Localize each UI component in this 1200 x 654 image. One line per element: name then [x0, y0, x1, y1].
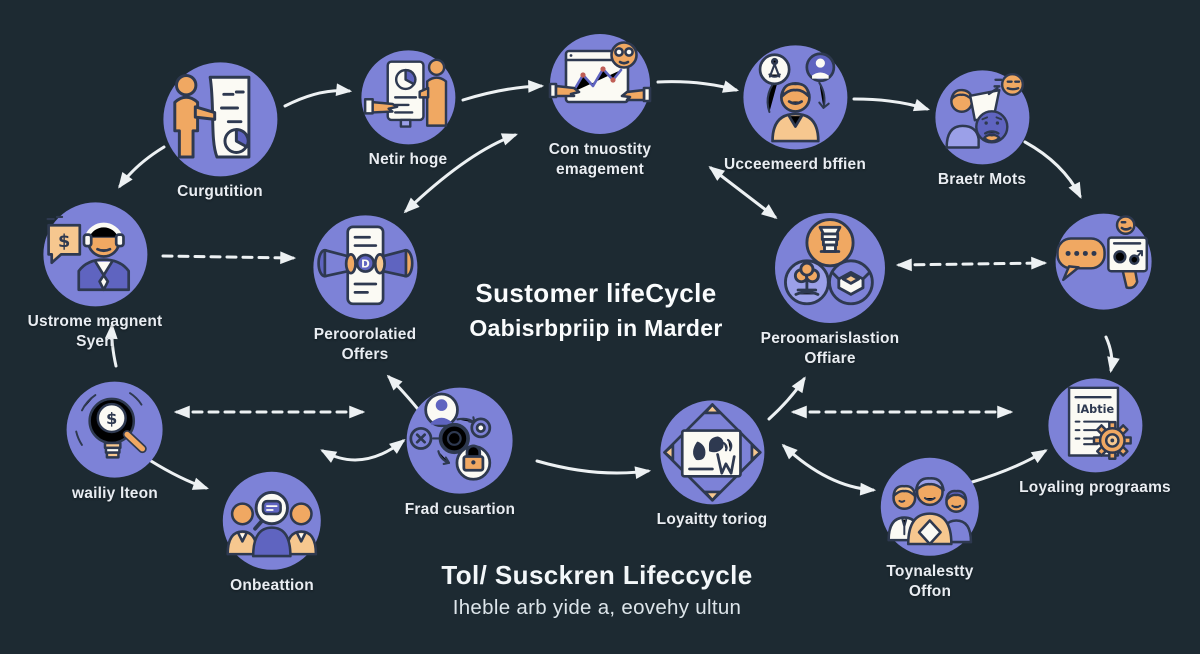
node-braetr-mots: [926, 61, 1039, 174]
document-gear-icon: lAbtie: [1047, 377, 1142, 472]
center-title: Sustomer lifeCycle Oabisrbpriip in Marde…: [396, 278, 796, 342]
center-title-line2: Oabisrbpriip in Marder: [469, 315, 723, 341]
bottom-title: Tol/ Susckren Lifeccycle Iheble arb yide…: [357, 560, 837, 620]
node-label-braetr-mots: Braetr Mots: [937, 171, 1027, 188]
bottom-title-line1: Tol/ Susckren Lifeccycle: [441, 560, 753, 590]
feedback-faces-icon: [934, 69, 1029, 164]
node-label-netir-hoge: Netir hoge: [368, 151, 448, 168]
node-curgutition: [152, 51, 289, 188]
node-label-loyaitty-toriog: Loyaitty toriog: [656, 511, 768, 528]
tablet-megaphone-icon: D: [312, 214, 417, 319]
team-search-icon: [222, 471, 321, 570]
node-ustrome-magnent-syen: $: [33, 192, 158, 317]
product-circles-icon: [775, 213, 885, 323]
node-netir-hoge: [352, 41, 465, 154]
node-label-onbeattion: Onbeattion: [230, 577, 314, 594]
fraud-process-icon: [406, 387, 513, 494]
node-loyaling-programs: lAbtie: [1039, 369, 1152, 482]
node-ucceemeerd-bffien: [733, 35, 858, 160]
node-label-frad-cusartion: Frad cusartion: [404, 501, 516, 518]
node-wailiy-lteon: $: [57, 372, 172, 487]
idea-value-icon: $: [66, 381, 163, 478]
node-onbeattion: [213, 462, 331, 580]
node-label-wailiy-lteon: wailiy lteon: [72, 485, 158, 502]
customer-cycle-icon: [742, 44, 847, 149]
node-toynalestty-offon: [871, 448, 989, 566]
svg-text:$: $: [106, 409, 117, 428]
support-agent-icon: $: [42, 201, 147, 306]
node-peroorolatied-offers: D: [303, 205, 428, 330]
svg-text:lAbtie: lAbtie: [1076, 403, 1114, 416]
node-label-loyaling-programs: Loyaling prograams: [1019, 479, 1171, 496]
node-label-curgutition: Curgutition: [177, 183, 263, 200]
svg-text:$: $: [58, 232, 70, 252]
analytics-chart-icon: [548, 34, 652, 134]
node-label-ucceemeerd-bffien: Ucceemeerd bffien: [723, 156, 867, 173]
node-loyaitty-toriog: [650, 390, 775, 515]
loyalty-card-icon: [659, 399, 764, 504]
node-peroomarislastion-offiare: [764, 202, 896, 334]
node-chat-review: [1046, 204, 1161, 319]
svg-text:D: D: [361, 258, 370, 270]
node-con-tnuostity-emagement: [540, 24, 660, 144]
person-document-pie-icon: [162, 61, 277, 176]
bottom-title-line2: Iheble arb yide a, eovehy ultun: [452, 596, 742, 619]
tablet-presenter-icon: [360, 49, 455, 144]
center-title-line1: Sustomer lifeCycle: [475, 278, 717, 308]
chat-card-icon: [1055, 213, 1152, 310]
node-frad-cusartion: [396, 377, 523, 504]
happy-customers-icon: [880, 457, 979, 556]
